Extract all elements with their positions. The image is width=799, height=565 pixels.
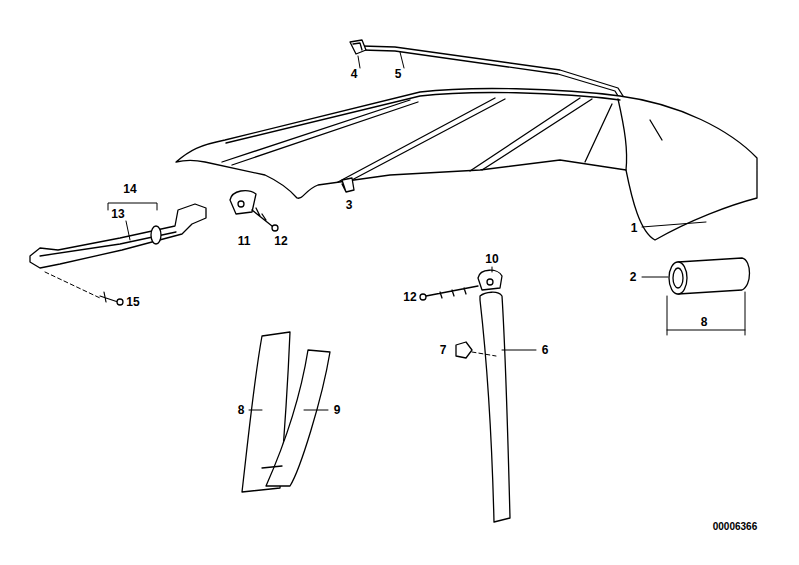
drawing-line <box>249 410 262 411</box>
trim-strips <box>242 332 330 492</box>
callout-number: 9 <box>333 403 342 417</box>
drawing-line <box>400 52 404 68</box>
drawing-line <box>350 40 366 54</box>
drawing-line <box>669 262 687 294</box>
drawing-line <box>456 342 472 358</box>
clip-part <box>456 342 496 358</box>
drawing-line <box>492 267 493 272</box>
drawing-line <box>262 466 282 468</box>
drawing-line <box>222 100 410 162</box>
drawing-line <box>502 350 536 351</box>
drawing-number: 00006366 <box>712 521 759 533</box>
callout-number: 14 <box>122 182 137 196</box>
drawing-line <box>618 99 627 170</box>
callout-number: 13 <box>110 207 125 221</box>
drawing-line <box>117 299 123 305</box>
drawing-line <box>678 258 750 294</box>
callout-number: 8 <box>700 315 709 329</box>
callout-number: 6 <box>541 343 550 357</box>
drawing-line <box>226 93 620 143</box>
callout-number: 1 <box>630 221 639 235</box>
clip-part <box>342 178 354 192</box>
drawing-line <box>353 43 362 50</box>
callout-number: 11 <box>237 234 252 248</box>
drawing-line <box>426 286 478 298</box>
drawing-line <box>472 352 496 356</box>
drawing-line <box>487 279 493 285</box>
callout-number: 3 <box>345 198 354 212</box>
drawing-line <box>45 272 100 298</box>
drawing-line <box>470 98 580 171</box>
callout-number: 4 <box>350 67 359 81</box>
drawing-line <box>478 270 502 290</box>
callout-number: 8 <box>237 403 246 417</box>
callout-number: 10 <box>484 252 499 266</box>
callout-number: 7 <box>439 343 448 357</box>
drawing-line <box>30 204 206 268</box>
drawing-line <box>667 292 745 335</box>
drawing-line <box>100 292 118 302</box>
drawing-line <box>585 104 612 162</box>
callout-number: 12 <box>402 290 417 304</box>
pillar-trim <box>480 292 510 522</box>
callout-number: 12 <box>273 234 288 248</box>
drawing-line <box>238 201 244 207</box>
headliner <box>176 89 757 240</box>
drawing-line <box>252 208 272 226</box>
drawing-line <box>304 410 328 411</box>
drawing-line <box>358 56 360 68</box>
grab-handle <box>30 203 206 305</box>
material-roll <box>667 258 750 335</box>
callout-number: 2 <box>629 270 638 284</box>
drawing-line <box>642 277 668 278</box>
clip-and-screw <box>230 191 278 231</box>
callout-number: 15 <box>125 295 140 309</box>
drawing-line <box>482 99 592 170</box>
drawing-line <box>272 225 278 231</box>
drawing-line <box>650 120 662 140</box>
drawing-line <box>266 350 330 486</box>
drawing-line <box>151 226 161 244</box>
drawing-line <box>176 89 757 240</box>
drawing-line <box>642 222 706 227</box>
drawing-line <box>126 221 130 240</box>
leader-lines <box>126 52 706 410</box>
drawing-line <box>420 294 426 300</box>
callout-number: 5 <box>394 67 403 81</box>
drawing-line <box>673 268 683 288</box>
drawing-line <box>232 102 418 165</box>
drawing-line <box>350 99 505 181</box>
